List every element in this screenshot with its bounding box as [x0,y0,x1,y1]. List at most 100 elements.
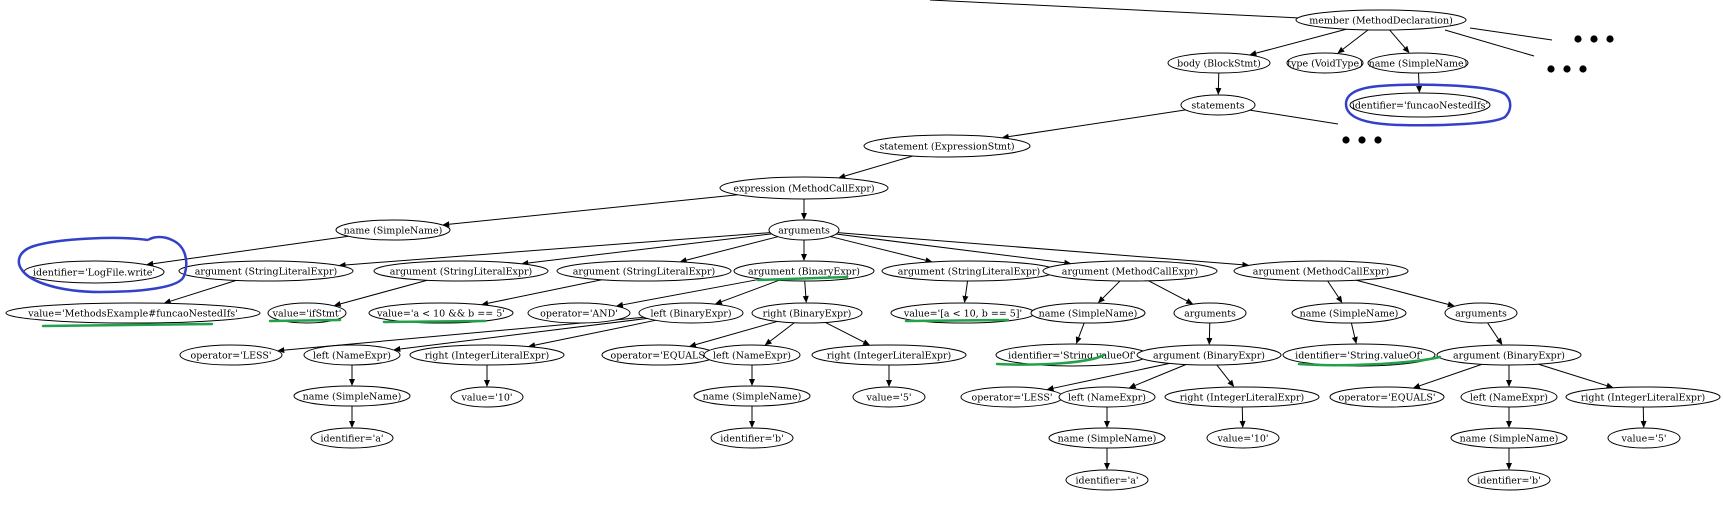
arrowhead-icon [277,347,285,354]
underline-mark-a1v [41,322,214,328]
tree-node-a3v: value='a < 10 && b == 5' [368,302,514,324]
node-ellipse [335,219,451,241]
edge-body-to-statements [1215,72,1222,96]
node-label: identifier='funcaoNestedIfs' [1352,101,1488,112]
arrowhead-icon [962,295,969,304]
arrowhead-icon [1640,420,1647,429]
annotation-marks [17,83,1512,367]
node-ellipse [693,385,811,407]
tree-node-args: arguments [768,219,840,241]
tree-node-a6bl: left (NameExpr) [1058,386,1156,408]
node-ellipse [1048,427,1166,449]
edge-a5-to-a5v [962,280,969,304]
arrowhead-icon [1351,336,1358,345]
node-label: value='10' [460,393,512,404]
node-label: left (NameExpr) [713,351,791,362]
node-label: name (SimpleName) [1039,309,1138,320]
tree-node-a5: argument (StringLiteralExpr) [881,260,1057,282]
node-ellipse [1607,427,1681,449]
arrowhead-icon [1605,382,1614,389]
node-label: identifier='String.valueOf' [1295,351,1423,362]
arrowhead-icon [1506,463,1512,470]
node-label: argument (MethodCallExpr) [1253,267,1389,278]
node-ellipse [5,302,261,324]
node-ellipse [1042,260,1218,282]
node-ellipse [178,260,354,282]
arrowhead-icon [764,338,773,346]
tree-node-a7bln: name (SimpleName) [1450,427,1568,449]
edge-a4lln-to-a4llni [349,406,355,428]
underline-mark-a6ni [995,353,1106,366]
arrowhead-icon [1337,46,1345,54]
arrowhead-icon [442,221,450,228]
node-ellipse [1065,469,1149,491]
node-ellipse [1450,427,1568,449]
node-label: statement (ExpressionStmt) [879,142,1014,153]
node-ellipse [1164,386,1320,408]
tree-node-a3: argument (StringLiteralExpr) [556,260,732,282]
tree-node-a4rln: name (SimpleName) [693,385,811,407]
edge-a7br-to-a7brv [1640,406,1647,429]
node-ellipse [527,302,631,324]
node-ellipse [1030,302,1146,324]
node-label: left (BinaryExpr) [650,309,731,320]
node-label: identifier='LogFile.write' [33,268,155,279]
node-ellipse [1295,9,1467,31]
tree-node-a4lln: name (SimpleName) [293,385,411,407]
node-label: argument (StringLiteralExpr) [390,267,532,278]
node-ellipse [267,302,347,324]
edge-a4l-to-a4ll [393,317,648,353]
node-label: arguments [1184,309,1236,320]
arrowhead-icon [1128,382,1137,389]
tree-node-a6n: name (SimpleName) [1030,302,1146,324]
tree-node-a7bl: left (NameExpr) [1460,386,1558,408]
node-label: member (MethodDeclaration) [1309,16,1453,27]
edges-layer [146,28,1647,470]
arrowhead-icon [393,346,401,353]
node-label: name (SimpleName) [1460,434,1559,445]
arrowhead-icon [1416,85,1423,94]
node-label: identifier='b' [1477,476,1540,487]
tree-node-a6args: arguments [1173,302,1247,324]
truncated-edge-member-right-1 [1469,27,1553,41]
tree-node-ename: name (SimpleName) [335,219,451,241]
arrowhead-icon [1104,421,1110,428]
arrowhead-icon [1506,421,1512,428]
node-ellipse [1329,386,1445,408]
edge-a6b-to-a6bl [1128,364,1187,389]
node-label: right (BinaryExpr) [763,309,852,320]
arrowhead-icon [1447,301,1455,308]
edge-a6-to-a6args [1148,280,1194,305]
node-ellipse [1467,469,1551,491]
arrowhead-icon [1227,379,1235,388]
node-label: expression (MethodCallExpr) [733,184,874,195]
tree-node-a4rrv: value='5' [852,386,926,408]
tree-node-a2: argument (StringLiteralExpr) [373,260,549,282]
edge-a4r-to-a4rop [688,320,778,348]
node-label: right (IntegerLiteralExpr) [425,351,550,362]
node-ellipse [409,344,565,366]
node-ellipse [863,134,1031,158]
tree-node-a7n: name (SimpleName) [1291,302,1407,324]
edge-args-to-a5 [830,236,933,264]
underline-mark-a2v [268,318,342,323]
ellipsis-icon [1547,65,1587,73]
node-ellipse [1436,344,1582,366]
node-label: argument (StringLiteralExpr) [573,267,715,278]
arrowhead-icon [1335,295,1343,304]
tree-node-a7ni: identifier='String.valueOf' [1282,343,1436,367]
node-ellipse [852,386,926,408]
edge-a7b-to-a7bl [1506,365,1512,387]
node-label: value='[a < 10, b == 5]' [903,309,1022,320]
arrowhead-icon [1402,45,1410,54]
node-ellipse [1286,52,1364,74]
tree-node-stmt: statement (ExpressionStmt) [863,134,1031,158]
tree-node-a4rlni: identifier='b' [710,427,794,449]
node-label: value='MethodsExample#funcaoNestedIfs' [27,309,238,320]
edge-a7bln-to-a7blni [1506,448,1512,470]
node-label: left (NameExpr) [1068,393,1146,404]
arrowhead-icon [749,421,755,428]
node-label: operator='EQUALS' [1338,393,1435,404]
node-label: identifier='a' [1075,476,1138,487]
